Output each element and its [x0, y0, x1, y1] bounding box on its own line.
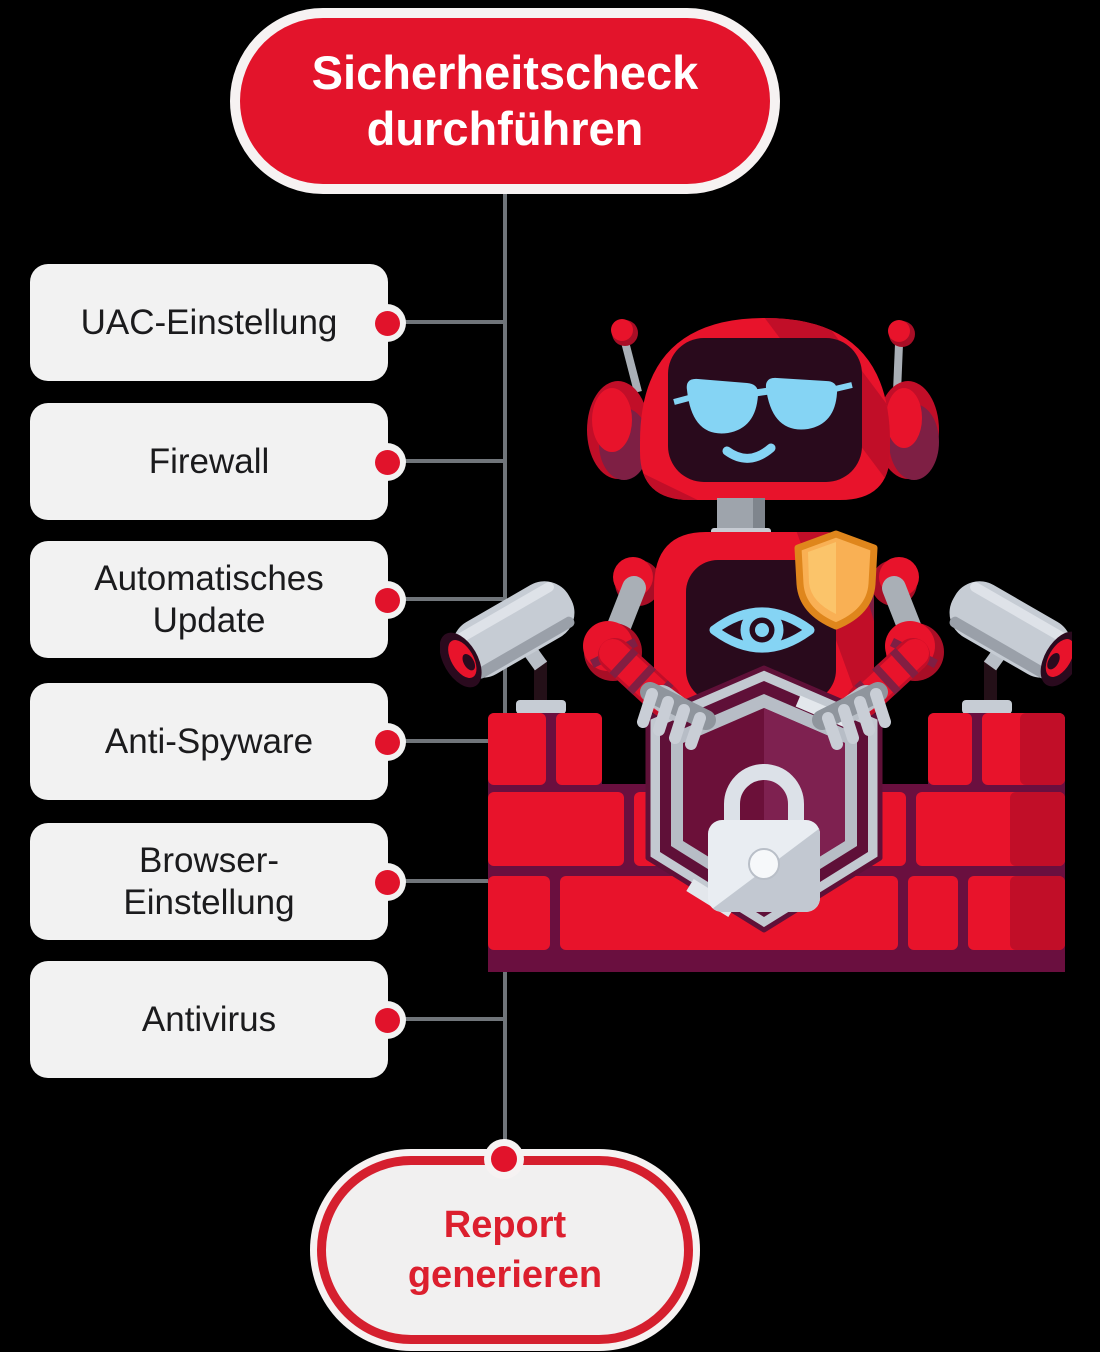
frown-mouth-icon — [722, 443, 776, 463]
step-dot-auto-update — [368, 581, 406, 619]
robot-head — [640, 318, 890, 500]
antenna-right-icon — [888, 320, 915, 393]
red-dot — [374, 729, 400, 755]
step-label: Antivirus — [141, 999, 277, 1039]
shield-padlock-icon — [645, 665, 883, 933]
connector-anti-spyware — [385, 739, 505, 743]
red-dot — [374, 449, 400, 475]
step-label: Browser-Einstellung — [123, 841, 295, 922]
step-box-uac-einstellung: UAC-Einstellung — [30, 264, 388, 381]
start-node: Sicherheitscheck durchführen — [230, 8, 780, 194]
end-node-dot — [484, 1139, 524, 1179]
connector-browser — [385, 879, 505, 883]
step-dot-firewall — [368, 443, 406, 481]
step-box-antivirus: Antivirus — [30, 961, 388, 1078]
step-dot-browser — [368, 863, 406, 901]
padlock-icon — [708, 764, 820, 912]
connector-auto-update — [385, 597, 505, 601]
connector-uac — [385, 320, 505, 324]
step-box-browser-einstellung: Browser-Einstellung — [30, 823, 388, 940]
step-label: Firewall — [148, 441, 270, 481]
step-box-anti-spyware: Anti-Spyware — [30, 683, 388, 800]
end-node-label: Report generieren — [407, 1203, 603, 1296]
robot-hand-left — [598, 638, 716, 750]
step-dot-anti-spyware — [368, 723, 406, 761]
robot-hand-right — [812, 638, 930, 750]
orange-shield-badge-icon — [794, 530, 878, 630]
robot-ear-left — [587, 381, 649, 480]
red-dot — [374, 310, 400, 336]
flow-spine-line — [503, 193, 507, 1160]
red-dot — [374, 587, 400, 613]
surveillance-eye-icon — [709, 607, 815, 653]
sunglasses-icon — [673, 377, 853, 434]
connector-firewall — [385, 459, 505, 463]
red-dot — [374, 1007, 400, 1033]
step-dot-antivirus — [368, 1001, 406, 1039]
red-dot — [491, 1146, 517, 1172]
step-label: Automatisches Update — [94, 559, 324, 640]
step-box-automatisches-update: Automatisches Update — [30, 541, 388, 658]
robot-guard-illustration — [440, 318, 1072, 972]
step-label: UAC-Einstellung — [80, 302, 338, 342]
step-label: Anti-Spyware — [104, 721, 314, 761]
start-node-label: Sicherheitscheck durchführen — [311, 45, 699, 155]
connector-antivirus — [385, 1017, 505, 1021]
end-node: Report generieren — [317, 1156, 693, 1344]
step-box-firewall: Firewall — [30, 403, 388, 520]
security-camera-right-icon — [949, 581, 1072, 714]
security-camera-left-icon — [440, 581, 575, 714]
red-dot — [374, 869, 400, 895]
antenna-left-icon — [611, 319, 642, 394]
robot-ear-right — [877, 381, 939, 480]
step-dot-uac — [368, 304, 406, 342]
